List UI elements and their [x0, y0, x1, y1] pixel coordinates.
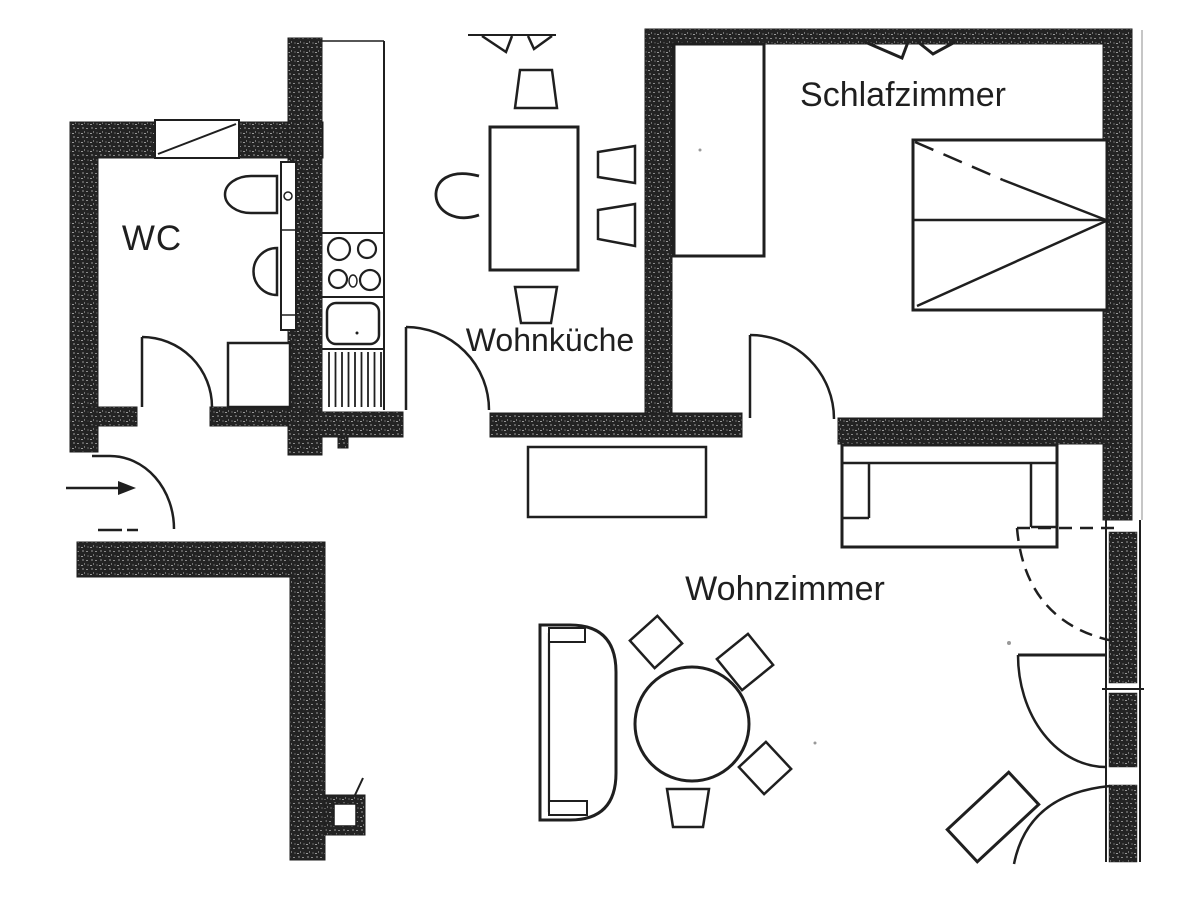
side-chair-4: [665, 787, 711, 829]
wall-left-outer: [69, 121, 99, 453]
side-chair-1: [628, 614, 684, 670]
sofa: [840, 443, 1059, 549]
wall-right-lower: [1102, 30, 1144, 863]
wall-living-left: [289, 541, 326, 861]
wall-post-core: [333, 803, 357, 827]
room-label-wc: WC: [121, 219, 183, 258]
wall-bedroom-top: [644, 28, 1133, 45]
chair-west: [434, 172, 480, 220]
scan-specks: [698, 148, 1011, 745]
wall-kitchen-bottom: [299, 411, 404, 438]
room-label-living: Wohnzimmer: [685, 570, 885, 608]
wall-wc-bottom-left: [87, 406, 138, 427]
armchair: [538, 623, 618, 822]
chair-east-2: [596, 202, 637, 248]
room-bedroom-furniture: [672, 40, 1109, 312]
wc-window: [154, 119, 240, 159]
entrance-arrow: [66, 481, 136, 495]
chair-cut-bedroom: [864, 40, 910, 61]
chair-south: [513, 285, 559, 325]
stove: [326, 236, 382, 292]
wall-kitchen-bedroom-divider: [644, 28, 673, 414]
washing-machine: [226, 341, 292, 409]
wardrobe: [672, 42, 766, 258]
door-wc: [140, 335, 214, 408]
room-label-bedroom: Schlafzimmer: [800, 76, 1006, 114]
chair-cut-top: [481, 34, 514, 54]
kitchen-table: [488, 125, 580, 272]
kitchen-counter: [322, 40, 385, 410]
side-chair-3: [737, 740, 793, 796]
dining-set: [434, 34, 637, 325]
wall-bedroom-bottom: [837, 417, 1111, 445]
door-balcony-dashed: [1015, 526, 1115, 643]
walls: [69, 28, 1133, 861]
bench: [945, 770, 1041, 864]
pipe-duct: [280, 161, 297, 331]
wall-corridor-bottom: [76, 541, 313, 578]
door-kitchen: [404, 325, 491, 411]
drain-rack: [328, 352, 382, 407]
toilet: [223, 174, 279, 215]
room-living-furniture: [526, 443, 1059, 864]
kitchen-sink: [325, 301, 381, 346]
wall-notch: [337, 436, 349, 449]
bed: [911, 138, 1109, 312]
side-chair-2: [715, 632, 775, 692]
wash-basin: [252, 246, 279, 297]
sideboard: [526, 445, 708, 519]
wall-living-top: [489, 412, 743, 438]
room-label-kitchen: Wohnküche: [465, 322, 635, 358]
post-tick: [354, 777, 364, 796]
doors: [66, 325, 1115, 865]
door-entrance: [92, 454, 176, 532]
chair-north: [513, 68, 559, 110]
wall-wc-bottom-right: [209, 406, 289, 427]
door-bedroom: [748, 333, 836, 420]
round-table: [633, 665, 751, 783]
door-terrace-lower: [1012, 784, 1111, 865]
door-terrace-upper: [1016, 653, 1107, 769]
chair-east-1: [596, 144, 637, 185]
room-wc-fixtures: [223, 161, 297, 409]
